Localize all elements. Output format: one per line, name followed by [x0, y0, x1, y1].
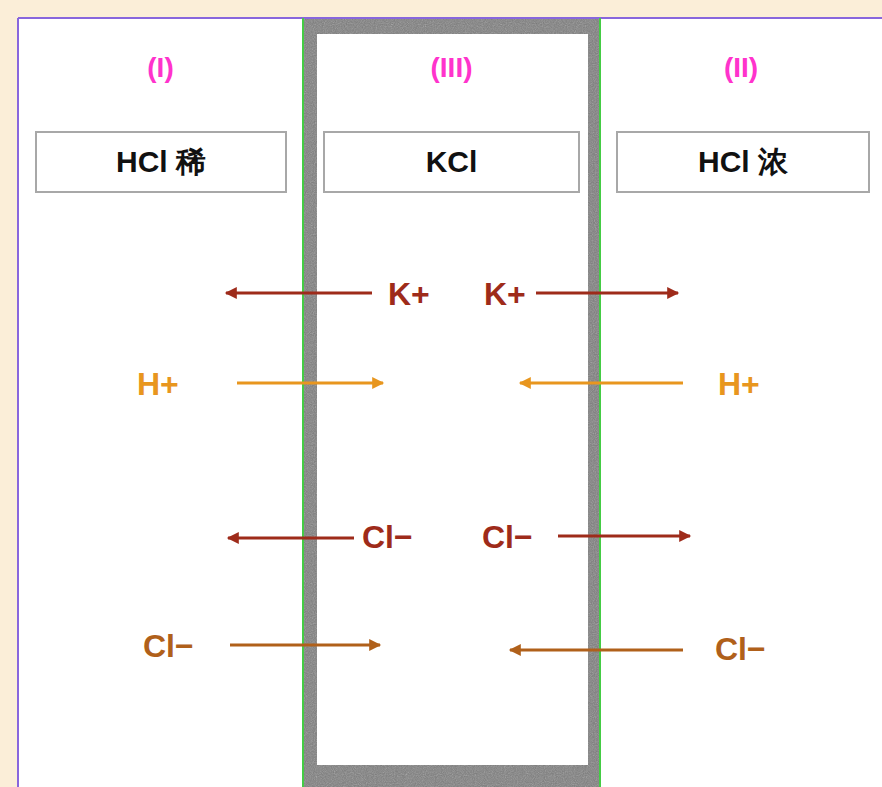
solution-name: HCl 浓 [698, 142, 788, 183]
compartment-number: (III) [303, 52, 600, 84]
solution-label-box: HCl 浓 [616, 131, 870, 193]
ion-label: Cl− [482, 521, 533, 553]
compartment-number: (I) [18, 52, 303, 84]
ion-label: H+ [137, 368, 179, 400]
ion-label: Cl− [715, 633, 766, 665]
ion-label: K+ [484, 278, 526, 310]
compartment-region: (I) HCl 稀 [18, 18, 303, 787]
compartment-region: (II) HCl 浓 [600, 18, 882, 787]
compartment-number: (II) [600, 52, 882, 84]
ion-label: K+ [388, 278, 430, 310]
solution-label-box: KCl [323, 131, 580, 193]
solution-name: HCl 稀 [116, 142, 206, 183]
solution-name: KCl [426, 145, 478, 179]
ion-label: H+ [718, 368, 760, 400]
compartment-region: (III) KCl [303, 18, 600, 787]
ion-label: Cl− [362, 521, 413, 553]
ion-label: Cl− [143, 630, 194, 662]
solution-label-box: HCl 稀 [35, 131, 287, 193]
